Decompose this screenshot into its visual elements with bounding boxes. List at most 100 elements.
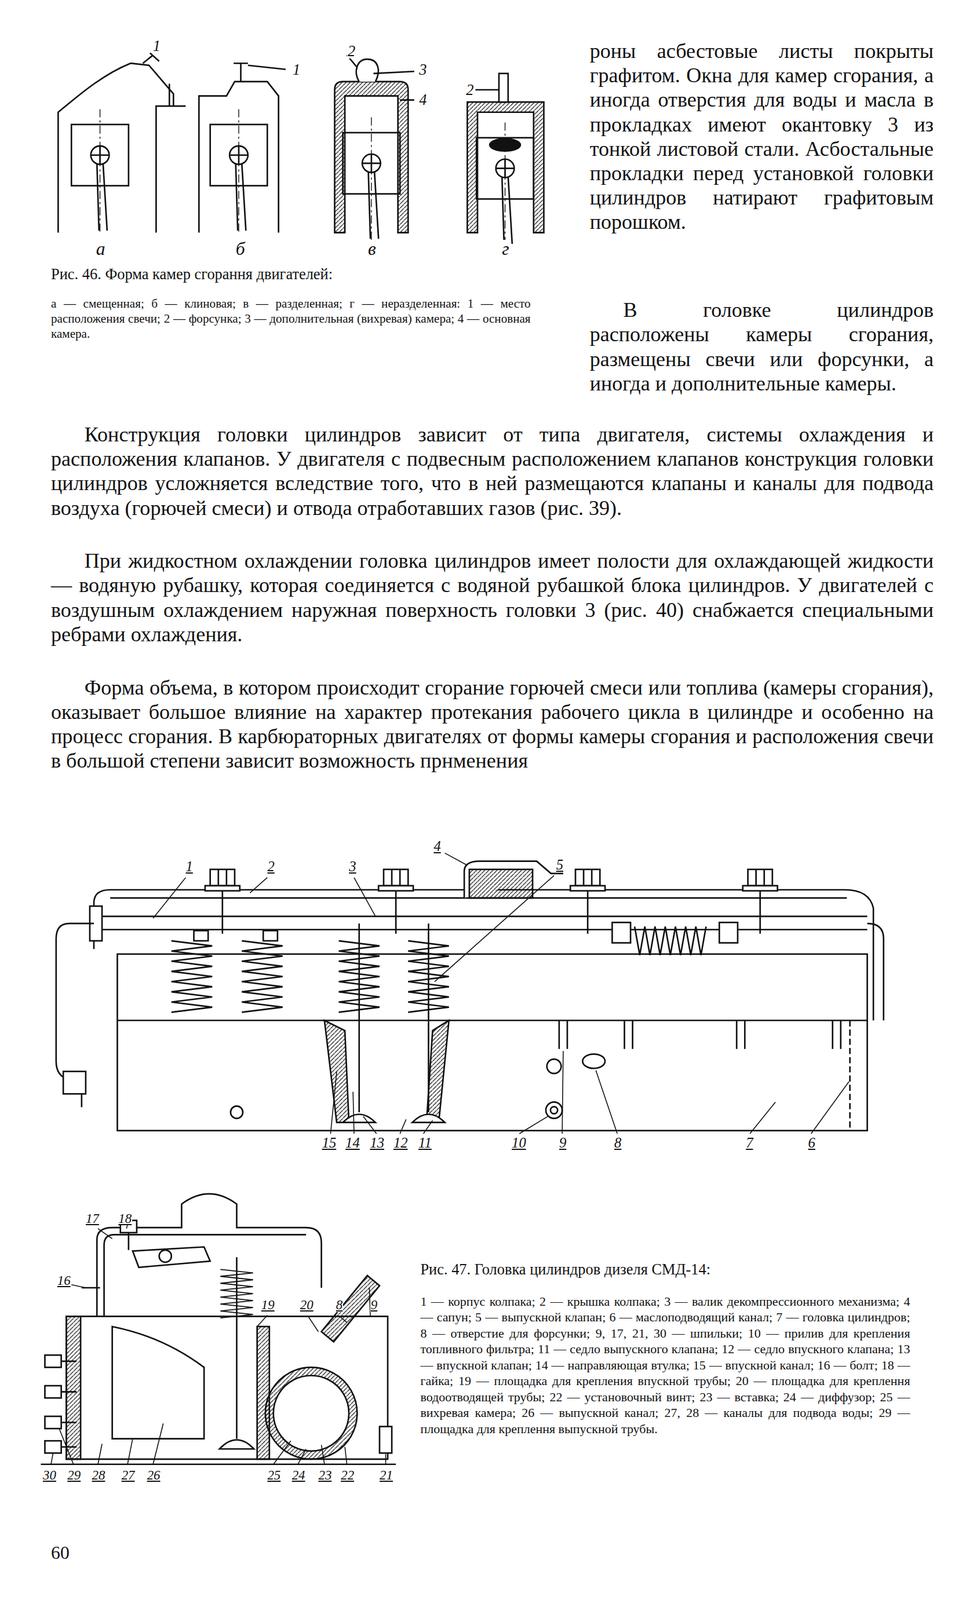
- combustion-chamber-figure: [71, 108, 129, 233]
- callout-number: 23: [317, 1469, 333, 1483]
- figure-legend: а — смещенная; б — клиновая; в — разделе…: [50, 296, 531, 342]
- callout-number: 4: [432, 839, 441, 855]
- cylinder-head-cross-section: [128, 1233, 130, 1251]
- cylinder-head-section: [171, 941, 213, 1013]
- cylinder-head-cross-section: [66, 1316, 81, 1460]
- leader-line: [321, 1445, 325, 1465]
- combustion-chamber-figure: [343, 117, 401, 242]
- callout-number: 29: [66, 1469, 82, 1483]
- cylinder-head-section: [56, 861, 884, 1132]
- callout-number: 18: [117, 1212, 133, 1227]
- callout-number: 15: [321, 1136, 338, 1151]
- cylinder-head-section: [359, 923, 429, 1113]
- leader-line: [354, 877, 376, 917]
- leader-line: [50, 1220, 386, 1465]
- combustion-chamber-figure: [210, 108, 268, 233]
- page-number: 60: [50, 1542, 70, 1565]
- body-paragraph: В головке цилиндров расположены камеры с…: [589, 297, 934, 396]
- callout-number: 3: [418, 62, 428, 78]
- cylinder-head-cross-section: [379, 1427, 392, 1454]
- leader-line: [50, 1453, 54, 1465]
- callout-number: 5: [555, 858, 564, 873]
- leader-line: [344, 1447, 348, 1465]
- callout-number: 12: [392, 1136, 409, 1151]
- callout-number: 9: [370, 1299, 378, 1313]
- body-paragraph: Форма объема, в котором происходит сгора…: [50, 675, 934, 774]
- cylinder-head-cross-section: [61, 1361, 77, 1448]
- cylinder-head-cross-section: [265, 1367, 357, 1460]
- cylinder-head-cross-section: [104, 1234, 307, 1317]
- combustion-chamber-figure: [475, 89, 499, 91]
- combustion-chamber-figure: [233, 63, 286, 82]
- figure-legend: 1 — корпус колпака; 2 — крышка колпака; …: [420, 1294, 910, 1438]
- cylinder-head-cross-section: [219, 1440, 255, 1450]
- cylinder-head-section: [205, 869, 240, 892]
- callout-number: 8: [335, 1299, 344, 1313]
- cylinder-head-section: [570, 869, 605, 892]
- callout-number: 14: [344, 1136, 361, 1151]
- leader-line: [434, 875, 554, 982]
- callout-number: 10: [511, 1136, 527, 1151]
- callout-number: 11: [417, 1136, 433, 1151]
- cylinder-head-section: [469, 869, 533, 899]
- leader-line: [152, 853, 849, 1135]
- combustion-chamber-figure: [57, 53, 544, 247]
- callout-number: 8: [613, 1136, 622, 1151]
- cylinder-head-section: [848, 1020, 851, 1131]
- leader-line: [339, 1316, 347, 1323]
- leader-line: [385, 1454, 387, 1465]
- callout-number: 6: [807, 1136, 816, 1151]
- callout-number: 2: [347, 43, 356, 59]
- cylinder-head-section: [194, 930, 209, 942]
- cylinder-head-cross-section: [159, 1250, 172, 1263]
- figure-caption: Рис. 46. Форма камер сгорання двигателей…: [50, 265, 333, 284]
- cylinder-head-section: [867, 923, 884, 1021]
- figure-caption: Рис. 47. Головка цилиндров дизеля СМД-14…: [420, 1260, 711, 1280]
- callout-number: 1: [185, 859, 194, 875]
- leader-line: [308, 1316, 319, 1332]
- leader-line: [297, 1449, 306, 1465]
- cylinder-head-section: [719, 922, 738, 943]
- callout-number: а: [95, 239, 107, 259]
- combustion-chamber-figure: [155, 83, 186, 233]
- cylinder-head-section: [378, 869, 414, 892]
- cylinder-head-section: [742, 869, 778, 892]
- cylinder-head-cross-section: [44, 1441, 61, 1454]
- leader-line: [97, 1229, 113, 1240]
- combustion-chamber-figure: [142, 53, 159, 64]
- combustion-chamber-figure: [356, 59, 379, 82]
- callout-number: 22: [340, 1469, 355, 1483]
- callout-number: 2: [266, 859, 275, 875]
- callout-number: 9: [558, 1136, 567, 1151]
- cylinder-head-section: [93, 890, 874, 1021]
- leader-line: [749, 1102, 776, 1135]
- leader-line: [519, 1116, 548, 1135]
- callout-number: 25: [266, 1469, 282, 1483]
- cylinder-head-section: [56, 923, 94, 1108]
- callout-number: б: [235, 239, 246, 259]
- cylinder-head-section: [117, 954, 867, 1132]
- combustion-chamber-figure: [498, 73, 509, 102]
- body-paragraph: роны асбестовые листы покрыты графитом. …: [589, 38, 934, 235]
- leader-line: [352, 1092, 355, 1135]
- cylinder-head-section: [222, 891, 761, 935]
- cylinder-head-section: [117, 1019, 867, 1022]
- callout-number: 30: [42, 1469, 57, 1483]
- leader-line: [423, 1120, 433, 1135]
- cylinder-head-section: [241, 941, 283, 1013]
- cylinder-head-section: [559, 1020, 841, 1049]
- leader-line: [595, 1070, 618, 1135]
- callout-number: 21: [378, 1469, 394, 1483]
- cylinder-head-cross-section: [96, 1194, 322, 1317]
- combustion-chamber-figure: [489, 139, 521, 152]
- cylinder-head-section: [547, 1059, 562, 1074]
- cylinder-head-cross-section: [66, 1316, 388, 1460]
- callout-number: 17: [85, 1212, 100, 1227]
- cylinder-head-cross-section: [235, 1257, 238, 1440]
- cylinder-head-section: [582, 1054, 605, 1070]
- cylinder-head-section: [263, 930, 278, 942]
- callout-number: г: [501, 239, 510, 259]
- leader-line: [399, 1119, 407, 1135]
- leader-line: [273, 1441, 291, 1465]
- body-paragraph: Конструкция головки цилиндров зависит от…: [50, 422, 934, 521]
